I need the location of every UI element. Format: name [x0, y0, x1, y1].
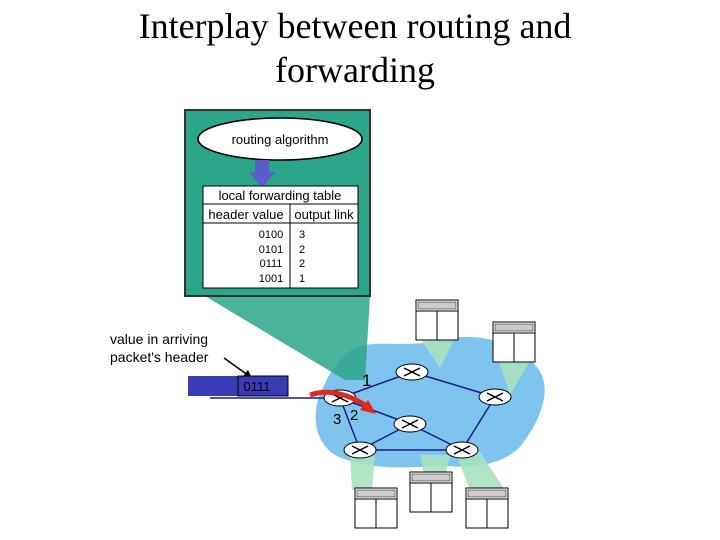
table-row-link: 3 — [299, 229, 305, 241]
table-row-header: 0100 — [259, 229, 283, 241]
table-row-header: 0101 — [259, 244, 283, 256]
title-line-2: forwarding — [275, 50, 435, 90]
forwarding-table — [202, 185, 359, 289]
host-beam-bottom3 — [455, 452, 505, 490]
table-col-output-link: output link — [294, 207, 354, 222]
host-table-top — [415, 299, 459, 341]
router — [343, 441, 377, 459]
algorithm-arrow-head — [249, 172, 275, 188]
table-col-header-value: header value — [208, 207, 283, 222]
table-row-link: 2 — [299, 244, 305, 256]
router — [478, 388, 512, 406]
projection-beam — [205, 296, 370, 380]
host-table-bottom-right — [465, 487, 509, 529]
host-beam-bottom1 — [350, 455, 375, 490]
routing-algorithm-oval — [197, 117, 363, 161]
table-row-link: 1 — [299, 273, 305, 285]
table-row-header: 1001 — [259, 273, 283, 285]
router — [445, 441, 479, 459]
router — [393, 415, 427, 433]
port-label-3: 3 — [333, 411, 341, 428]
host-table-bottom-left — [354, 487, 398, 529]
table-title: local forwarding table — [219, 188, 342, 203]
arriving-label-line-1: value in arriving — [110, 331, 208, 347]
forwarding-arrowhead — [360, 400, 376, 414]
title-line-1: Interplay between routing and — [138, 6, 572, 46]
arriving-label-line-2: packet's header — [110, 349, 209, 365]
algorithm-arrow-shaft — [255, 160, 269, 173]
port-label-2: 2 — [350, 407, 358, 424]
table-row-link: 2 — [299, 258, 305, 270]
host-beam-right — [496, 352, 535, 395]
packet-body — [188, 376, 238, 396]
routing-algorithm-label: routing algorithm — [232, 132, 329, 147]
packet-value: 0111 — [244, 379, 271, 394]
host-table-bottom-middle — [409, 471, 453, 513]
slide-title: Interplay between routing and forwarding — [60, 4, 650, 92]
host-beam-top — [420, 338, 455, 368]
router — [395, 363, 429, 381]
packet-header — [237, 375, 289, 397]
table-row-header: 0111 — [260, 258, 283, 270]
host-table-right — [492, 321, 536, 363]
network-cloud — [315, 336, 545, 468]
port-label-1: 1 — [362, 371, 371, 390]
